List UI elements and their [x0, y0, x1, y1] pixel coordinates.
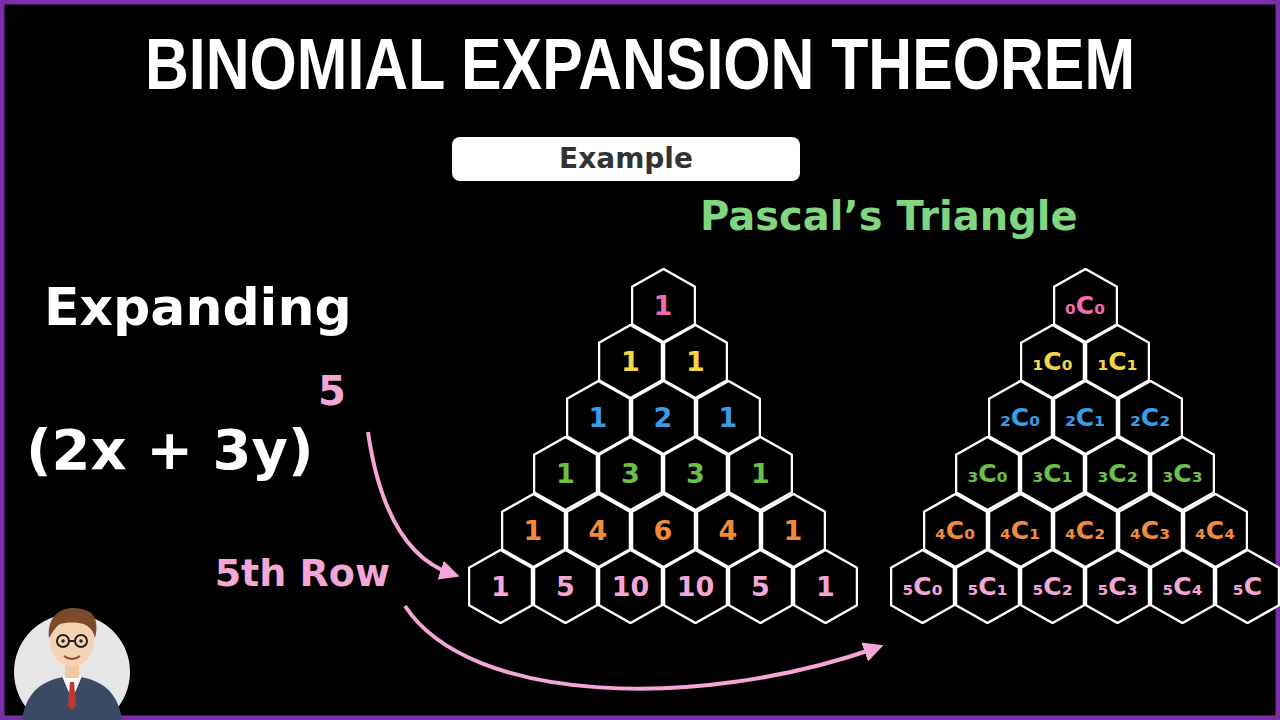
binomial-expression: (2x + 3y): [26, 418, 314, 482]
subtitle-text: Example: [559, 145, 693, 173]
cell-value: 2: [654, 404, 673, 431]
main-title: BINOMIAL EXPANSION THEOREM: [145, 22, 1135, 106]
cell-value: 1: [816, 573, 835, 600]
cell-value: 1: [589, 404, 608, 431]
cell-value: ₄C₁: [1000, 518, 1040, 543]
pascal-cell: 1: [793, 549, 858, 624]
combination-cell: ₅C₀: [890, 549, 955, 624]
cell-value: ₂C₁: [1065, 405, 1105, 430]
cell-value: 6: [654, 517, 673, 544]
cell-value: ₃C₂: [1097, 461, 1137, 486]
cell-value: 1: [654, 292, 673, 319]
cell-value: 4: [719, 517, 738, 544]
pascal-cell: 5: [728, 549, 793, 624]
cell-value: ₃C₀: [967, 461, 1007, 486]
cell-value: ₀C₀: [1065, 293, 1105, 318]
exponent: 5: [318, 368, 346, 414]
cell-value: ₅C₂: [1032, 574, 1072, 599]
cell-value: 1: [719, 404, 738, 431]
cell-value: ₄C₃: [1130, 518, 1170, 543]
cell-value: 1: [751, 460, 770, 487]
cell-value: ₂C₂: [1130, 405, 1170, 430]
cell-value: ₅C₃: [1097, 574, 1137, 599]
cell-value: 1: [621, 348, 640, 375]
combination-cell: ₅C₃: [1085, 549, 1150, 624]
cell-value: ₃C₁: [1032, 461, 1072, 486]
pascal-cell: 5: [533, 549, 598, 624]
cell-value: ₅C₀: [902, 574, 942, 599]
cell-value: 5: [751, 573, 770, 600]
pascal-cell: 10: [663, 549, 728, 624]
section-heading: Pascal’s Triangle: [700, 193, 1078, 239]
cell-value: ₄C₂: [1065, 518, 1105, 543]
cell-value: ₅C₄: [1162, 574, 1202, 599]
cell-value: 4: [589, 517, 608, 544]
cell-value: 3: [686, 460, 705, 487]
cell-value: 1: [784, 517, 803, 544]
cell-value: ₁C₀: [1032, 349, 1072, 374]
cell-value: 10: [612, 573, 650, 600]
cell-value: ₅C: [1233, 574, 1262, 599]
cell-value: 10: [677, 573, 715, 600]
cell-value: ₁C₁: [1097, 349, 1137, 374]
cell-value: 1: [686, 348, 705, 375]
pascal-cell: 1: [468, 549, 533, 624]
cell-value: 3: [621, 460, 640, 487]
cell-value: 1: [556, 460, 575, 487]
cell-value: ₃C₃: [1162, 461, 1202, 486]
cell-value: ₄C₄: [1195, 518, 1235, 543]
cell-value: 1: [491, 573, 510, 600]
combination-cell: ₅C: [1215, 549, 1280, 624]
subtitle-box: Example: [452, 137, 800, 181]
cell-value: ₄C₀: [935, 518, 975, 543]
presenter-avatar: [14, 608, 130, 720]
intro-word: Expanding: [44, 278, 352, 338]
cell-value: ₂C₀: [1000, 405, 1040, 430]
cell-value: 1: [524, 517, 543, 544]
cell-value: ₅C₁: [967, 574, 1007, 599]
cell-value: 5: [556, 573, 575, 600]
pascal-cell: 10: [598, 549, 663, 624]
combination-cell: ₅C₁: [955, 549, 1020, 624]
combination-cell: ₅C₄: [1150, 549, 1215, 624]
combination-cell: ₅C₂: [1020, 549, 1085, 624]
row-callout: 5th Row: [215, 552, 390, 596]
